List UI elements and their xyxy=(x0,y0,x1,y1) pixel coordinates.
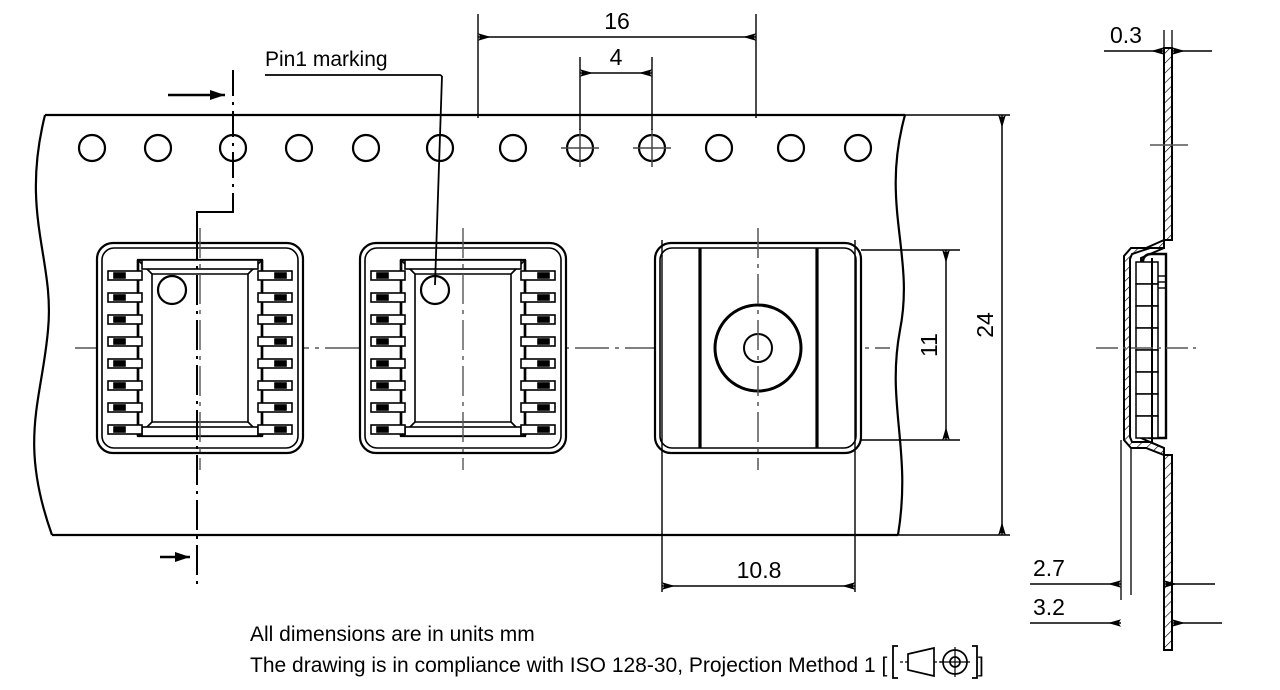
section-web-upper xyxy=(1163,47,1173,241)
section-cut-indicator xyxy=(160,70,234,585)
dimension-11-value: 11 xyxy=(916,333,942,357)
pin1-leader-slanted xyxy=(434,75,443,286)
dimension-10-8: 10.8 xyxy=(661,240,856,592)
section-lead-stack xyxy=(1135,261,1159,439)
pin1-leader-horizontal xyxy=(265,74,443,77)
dimension-3-2: 3.2 xyxy=(1030,455,1222,636)
note-iso-compliance: The drawing is in compliance with ISO 12… xyxy=(250,654,887,677)
pin1-marking-annotation xyxy=(265,74,443,286)
sprocket-hole xyxy=(498,133,528,163)
projection-bracket-left xyxy=(892,645,898,679)
section-web-lower xyxy=(1163,454,1173,651)
sprocket-hole xyxy=(143,133,173,163)
dimension-16: 16 xyxy=(477,8,757,118)
note-units: All dimensions are in units mm xyxy=(250,623,535,646)
dimension-16-value: 16 xyxy=(604,8,630,34)
sprocket-hole xyxy=(843,133,873,163)
sprocket-hole xyxy=(776,133,806,163)
dimension-24: 24 xyxy=(896,114,1010,536)
sprocket-hole xyxy=(351,133,381,163)
dimension-4-value: 4 xyxy=(610,44,623,70)
dimension-4: 4 xyxy=(579,44,653,130)
dimension-24-value: 24 xyxy=(972,312,998,338)
dimension-0-3: 0.3 xyxy=(1104,22,1212,60)
dimension-0-3-value: 0.3 xyxy=(1110,22,1142,48)
dimension-11: 11 xyxy=(861,249,960,441)
dimension-2-7: 2.7 xyxy=(1030,440,1215,600)
sprocket-hole xyxy=(284,133,314,163)
pin1-marking-label: Pin1 marking xyxy=(265,48,388,71)
sprocket-hole-crosshairs xyxy=(561,129,671,167)
dimension-3-2-value: 3.2 xyxy=(1033,594,1065,620)
note-bracket-suffix: ] xyxy=(978,654,984,677)
break-line-left xyxy=(33,114,54,536)
break-line-right xyxy=(894,114,907,536)
first-angle-projection-symbol xyxy=(892,645,978,679)
cross-section-view xyxy=(1096,47,1200,651)
carrier-tape-plan-view xyxy=(33,113,907,537)
sprocket-hole xyxy=(704,133,734,163)
section-detail-ticks xyxy=(1158,275,1166,289)
sprocket-hole-row xyxy=(77,133,873,163)
projection-bracket-right xyxy=(972,645,978,679)
projection-cone-shape xyxy=(907,646,935,678)
dimension-2-7-value: 2.7 xyxy=(1033,555,1065,581)
sprocket-hole xyxy=(77,133,107,163)
dimension-10-8-value: 10.8 xyxy=(737,557,782,583)
